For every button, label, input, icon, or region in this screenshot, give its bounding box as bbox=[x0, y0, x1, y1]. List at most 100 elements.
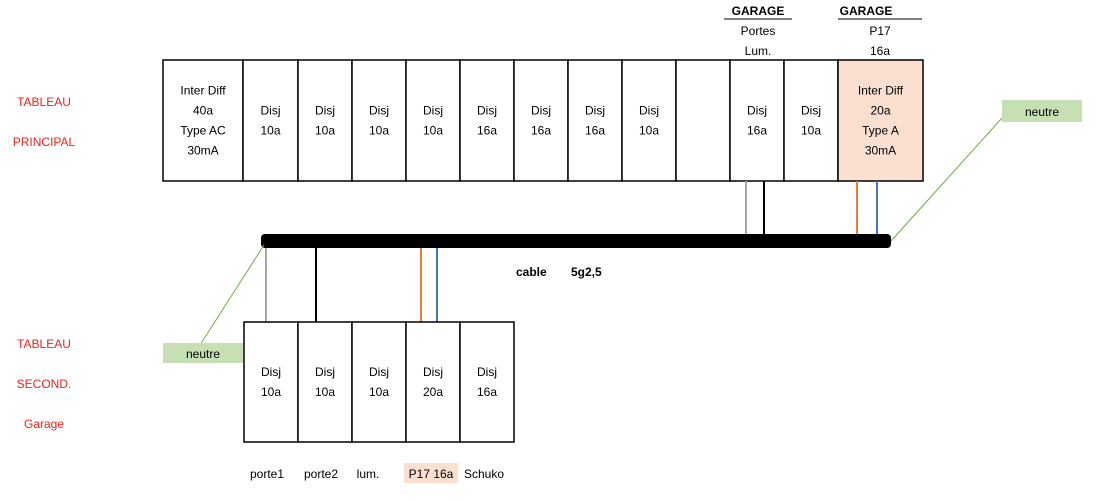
second-panel-module-line: Disj bbox=[477, 365, 497, 379]
second-panel-module-box bbox=[297, 321, 353, 443]
main-panel-module-box bbox=[837, 59, 924, 182]
bottom-label-highlight bbox=[404, 463, 458, 483]
main-panel-module: Disj 10a bbox=[783, 59, 839, 182]
main-panel-label: TABLEAU PRINCIPAL bbox=[13, 95, 76, 149]
bottom-label-text: Schuko bbox=[464, 467, 504, 481]
main-panel-module-box bbox=[621, 59, 677, 182]
main-panel-module-box bbox=[783, 59, 839, 182]
second-panel-module-line: 10a bbox=[261, 385, 281, 399]
main-panel-module-line: 16a bbox=[531, 124, 551, 138]
main-panel-module-line: 10a bbox=[260, 124, 280, 138]
second-panel-module-box bbox=[243, 321, 299, 443]
header-garage-portes-title: GARAGE bbox=[732, 4, 785, 18]
main-panel-module-line: Disj bbox=[477, 104, 497, 118]
second-panel-module-box bbox=[351, 321, 407, 443]
second-panel-module: Disj 10a bbox=[351, 321, 407, 443]
main-panel-module-line: Inter Diff bbox=[858, 84, 904, 98]
main-panel-module-line: Disj bbox=[369, 104, 389, 118]
bottom-label-text: lum. bbox=[357, 467, 380, 481]
main-panel-module-line: Disj bbox=[531, 104, 551, 118]
main-panel-module: Disj 16a bbox=[567, 59, 623, 182]
cable-label: cable 5g2,5 bbox=[516, 265, 602, 279]
header-garage-p17-line-2: 16a bbox=[870, 44, 890, 58]
second-panel-module-line: 16a bbox=[477, 385, 497, 399]
main-panel-module-line: 16a bbox=[477, 124, 497, 138]
second-panel-module-line: Disj bbox=[423, 365, 443, 379]
cable-label-1: cable bbox=[516, 265, 547, 279]
main-panel-wires bbox=[745, 181, 878, 236]
main-panel-module-box bbox=[242, 59, 299, 182]
bottom-label: porte1 bbox=[250, 467, 284, 481]
cable-bar bbox=[261, 234, 891, 248]
main-panel-module-box bbox=[459, 59, 515, 182]
main-panel-module: Disj 10a bbox=[621, 59, 677, 182]
main-panel-module-box bbox=[162, 59, 244, 182]
main-panel-module-line: Disj bbox=[585, 104, 605, 118]
second-panel-module-line: Disj bbox=[315, 365, 335, 379]
main-panel-module-line: 30mA bbox=[865, 144, 896, 158]
main-panel-module-line: 40a bbox=[193, 104, 213, 118]
bottom-label: porte2 bbox=[304, 467, 338, 481]
header-garage-p17-title: GARAGE bbox=[840, 4, 893, 18]
main-panel-module: Disj 16a bbox=[513, 59, 569, 182]
main-panel-module-line: 10a bbox=[639, 124, 659, 138]
main-panel-module: Disj 10a bbox=[242, 59, 299, 182]
main-panel-module-line: Type A bbox=[862, 124, 899, 138]
second-panel-module-line: 10a bbox=[369, 385, 389, 399]
main-panel-module: Disj 16a bbox=[459, 59, 515, 182]
bottom-label: lum. bbox=[357, 467, 380, 481]
bottom-label-text: porte2 bbox=[304, 467, 338, 481]
main-panel-module-box bbox=[729, 59, 785, 182]
main-panel-module-line: Type AC bbox=[180, 124, 226, 138]
main-panel-module-line: 20a bbox=[870, 104, 890, 118]
bottom-label-text: porte1 bbox=[250, 467, 284, 481]
bottom-label: P17 16a bbox=[404, 463, 458, 483]
second-panel-label-line-3: Garage bbox=[24, 417, 64, 431]
main-panel-module-box bbox=[297, 59, 353, 182]
main-panel-module-line: Disj bbox=[801, 104, 821, 118]
main-panel-module-box bbox=[567, 59, 623, 182]
main-panel-module-line: Disj bbox=[423, 104, 443, 118]
main-panel-module-line: 16a bbox=[747, 124, 767, 138]
second-panel-module-box bbox=[459, 321, 515, 443]
main-panel-module-line: 10a bbox=[423, 124, 443, 138]
bottom-label-text: P17 16a bbox=[409, 467, 454, 481]
main-panel-module-box bbox=[513, 59, 569, 182]
cable-label-2: 5g2,5 bbox=[571, 265, 602, 279]
main-panel-module-line: 10a bbox=[315, 124, 335, 138]
header-garage-portes: GARAGE Portes Lum. bbox=[724, 4, 792, 58]
main-panel-module-box bbox=[351, 59, 407, 182]
main-panel-label-line-2: PRINCIPAL bbox=[13, 135, 76, 149]
second-panel-module-box bbox=[405, 321, 461, 443]
main-panel-module-line: Disj bbox=[261, 104, 281, 118]
main-panel-module bbox=[675, 59, 731, 182]
main-panel-module-box bbox=[675, 59, 731, 182]
second-panel-bottom-labels: porte1 porte2 lum. P17 16a Schuko bbox=[250, 463, 504, 483]
header-garage-p17-line-1: P17 bbox=[869, 24, 891, 38]
second-panel-module-line: 10a bbox=[315, 385, 335, 399]
neutre-label-main-text: neutre bbox=[1025, 105, 1059, 119]
main-panel-module-line: Disj bbox=[747, 104, 767, 118]
main-panel-module-box bbox=[405, 59, 461, 182]
main-panel-module-line: Disj bbox=[639, 104, 659, 118]
second-panel-label-line-2: SECOND. bbox=[17, 377, 72, 391]
main-panel-module: Disj 10a bbox=[351, 59, 407, 182]
main-panel-module-line: 16a bbox=[585, 124, 605, 138]
second-panel-module-line: Disj bbox=[261, 365, 281, 379]
main-panel-module: Disj 10a bbox=[405, 59, 461, 182]
main-panel-module-line: 10a bbox=[801, 124, 821, 138]
second-panel-module: Disj 10a bbox=[243, 321, 299, 443]
main-panel-label-line-1: TABLEAU bbox=[17, 95, 71, 109]
main-panel-module-line: 10a bbox=[369, 124, 389, 138]
second-panel-label: TABLEAU SECOND. Garage bbox=[17, 337, 72, 431]
second-panel-module-line: Disj bbox=[369, 365, 389, 379]
second-panel-wires bbox=[265, 248, 438, 322]
neutre-label-second: neutre bbox=[163, 343, 243, 363]
neutre-label-main: neutre bbox=[1002, 100, 1082, 122]
second-panel-label-line-1: TABLEAU bbox=[17, 337, 71, 351]
bottom-label: Schuko bbox=[464, 467, 504, 481]
